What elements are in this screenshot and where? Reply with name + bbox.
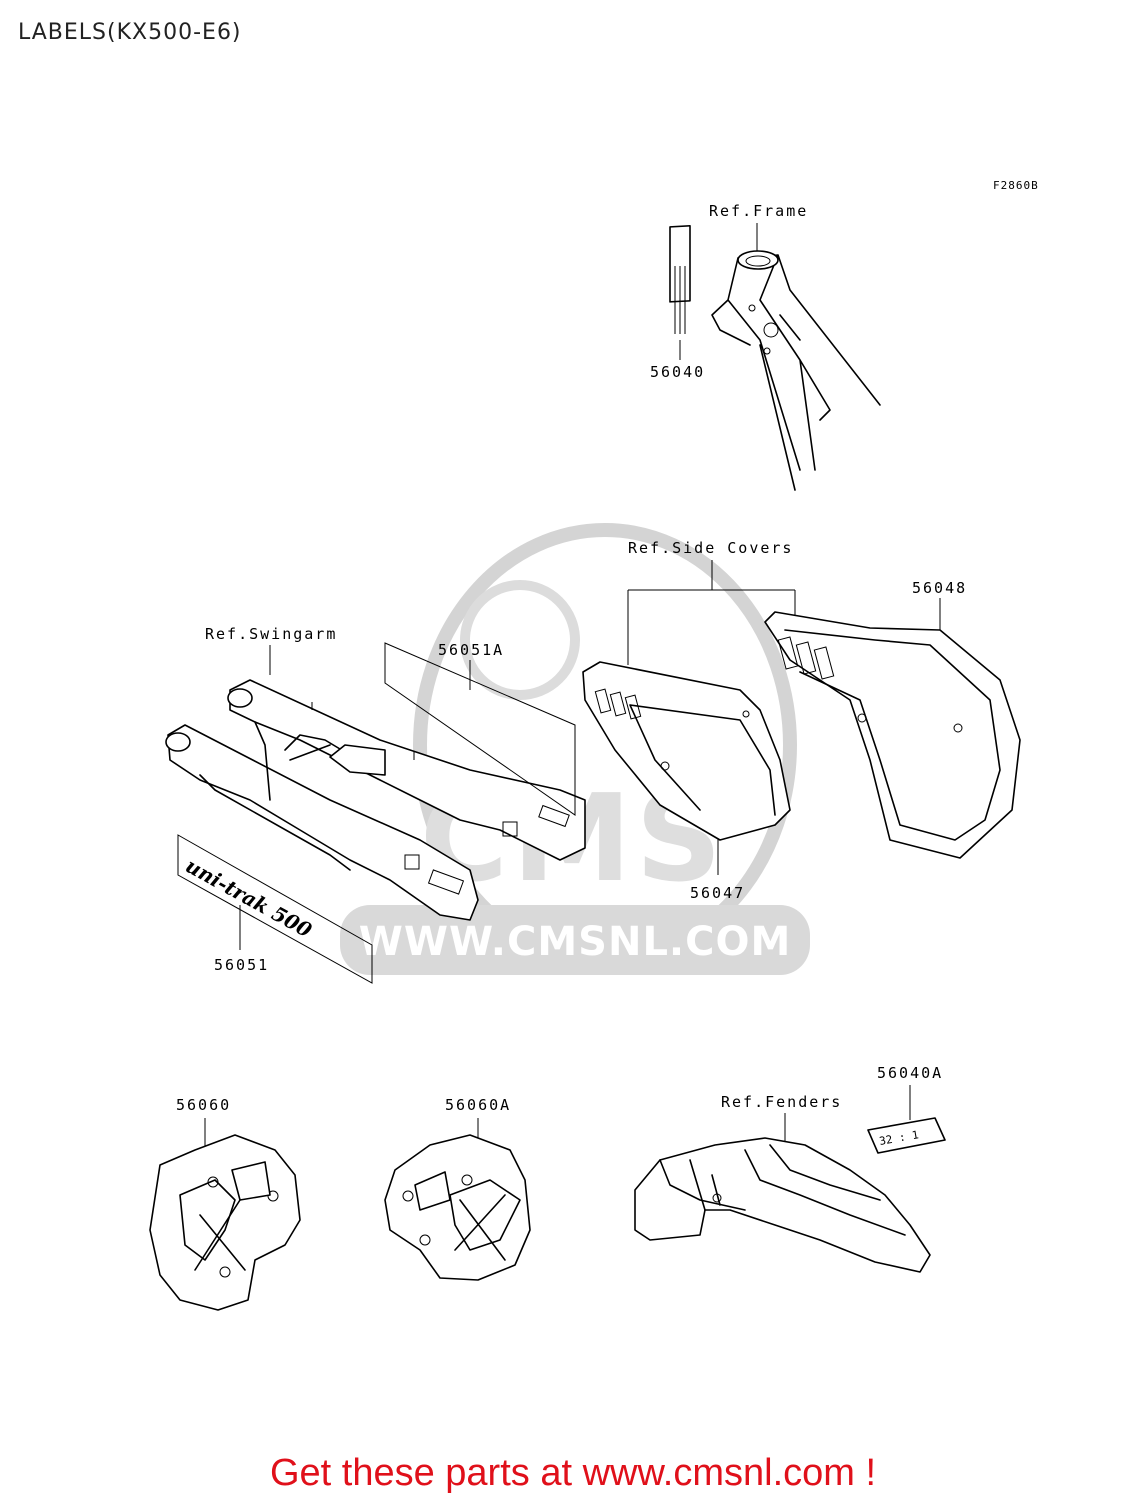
parts-diagram: CMS WWW.CMSNL.COM F2860B Ref.Frame 56040… bbox=[149, 179, 1039, 1311]
footer-link[interactable]: Get these parts at www.cmsnl.com ! bbox=[269, 1452, 877, 1494]
label-56051a-drawing bbox=[384, 642, 576, 816]
part-56051a-label: 56051A bbox=[438, 641, 504, 659]
number-plate-left-group: 56060 bbox=[149, 1096, 301, 1311]
part-56040-label: 56040 bbox=[650, 363, 705, 381]
frame-group: Ref.Frame 56040 bbox=[650, 202, 881, 491]
part-56040a-label: 56040A bbox=[877, 1064, 943, 1082]
side-covers-group: Ref.Side Covers 56047 56048 bbox=[582, 539, 1021, 902]
watermark-face-icon bbox=[460, 580, 580, 700]
side-cover-right-drawing bbox=[764, 611, 1021, 859]
swingarm-drawing bbox=[229, 679, 586, 861]
watermark-url-band bbox=[340, 905, 810, 975]
ref-side-covers-label: Ref.Side Covers bbox=[628, 539, 793, 557]
label-56051-drawing bbox=[177, 834, 373, 984]
part-56051-label: 56051 bbox=[214, 956, 269, 974]
page-title: LABELS(KX500-E6) bbox=[18, 20, 242, 45]
ref-swingarm-label: Ref.Swingarm bbox=[205, 625, 337, 643]
number-plate-right-drawing bbox=[384, 1134, 531, 1281]
watermark: CMS WWW.CMSNL.COM bbox=[340, 523, 810, 975]
ref-fenders-label: Ref.Fenders bbox=[721, 1093, 842, 1111]
fender-group: Ref.Fenders 56040A 32 : 1 bbox=[634, 1064, 946, 1273]
label-56040a-drawing bbox=[867, 1117, 946, 1154]
part-56060-label: 56060 bbox=[176, 1096, 231, 1114]
frame-drawing bbox=[711, 254, 881, 491]
fender-drawing bbox=[634, 1137, 931, 1273]
figure-code: F2860B bbox=[993, 179, 1039, 192]
part-56060a-label: 56060A bbox=[445, 1096, 511, 1114]
number-plate-right-group: 56060A bbox=[384, 1096, 531, 1281]
watermark-url: WWW.CMSNL.COM bbox=[359, 919, 792, 965]
part-56048-label: 56048 bbox=[912, 579, 967, 597]
part-56047-label: 56047 bbox=[690, 884, 745, 902]
swingarm-decal-text: uni-trak 500 bbox=[182, 853, 316, 942]
ref-frame-label: Ref.Frame bbox=[709, 202, 808, 220]
side-cover-left-drawing bbox=[582, 661, 791, 841]
